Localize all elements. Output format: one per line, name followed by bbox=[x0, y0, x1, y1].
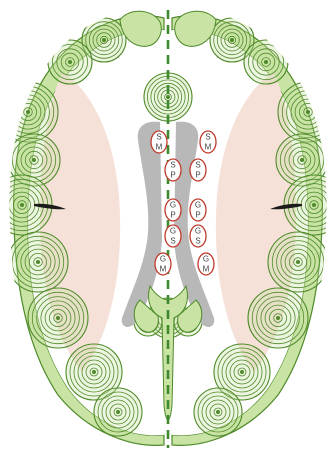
ring-group bbox=[28, 288, 88, 348]
label-top: G bbox=[170, 201, 176, 210]
ring-center bbox=[216, 410, 220, 414]
label-top: G bbox=[170, 227, 176, 236]
label-top: G bbox=[160, 255, 166, 264]
ring-center bbox=[264, 60, 268, 64]
ring-center bbox=[26, 110, 30, 114]
label-right-4: G M bbox=[198, 253, 214, 275]
ring-group bbox=[248, 288, 308, 348]
label-bottom: M bbox=[160, 265, 167, 274]
ring-center bbox=[166, 95, 170, 99]
ring-center bbox=[92, 370, 96, 374]
label-bottom: S bbox=[195, 237, 200, 246]
ring-group bbox=[94, 388, 142, 436]
ring-center bbox=[36, 260, 40, 264]
label-right-0: S M bbox=[200, 131, 216, 153]
ring-group bbox=[268, 232, 328, 292]
ring-center bbox=[240, 370, 244, 374]
ring-center bbox=[300, 158, 304, 162]
label-left-2: G P bbox=[165, 199, 181, 221]
ring-center bbox=[32, 158, 36, 162]
label-top: S bbox=[156, 133, 161, 142]
label-top: G bbox=[195, 201, 201, 210]
ring-center bbox=[312, 203, 316, 207]
label-bottom: M bbox=[203, 265, 210, 274]
label-top: S bbox=[195, 161, 200, 170]
ring-center bbox=[306, 110, 310, 114]
label-top: G bbox=[195, 227, 201, 236]
ring-center bbox=[276, 316, 280, 320]
ring-center bbox=[102, 38, 106, 42]
label-right-2: G P bbox=[190, 199, 206, 221]
label-bottom: M bbox=[205, 143, 212, 152]
ring-center bbox=[20, 203, 24, 207]
ring-center bbox=[68, 60, 72, 64]
label-bottom: M bbox=[156, 143, 163, 152]
label-top: G bbox=[203, 255, 209, 264]
label-top: S bbox=[205, 133, 210, 142]
label-bottom: P bbox=[195, 171, 200, 180]
ring-center bbox=[56, 316, 60, 320]
ring-group bbox=[194, 388, 242, 436]
label-right-3: G S bbox=[190, 225, 206, 247]
label-top: S bbox=[170, 161, 175, 170]
label-left-3: G S bbox=[165, 225, 181, 247]
ring-group bbox=[8, 232, 68, 292]
label-right-1: S P bbox=[190, 159, 206, 181]
label-bottom: P bbox=[170, 211, 175, 220]
ring-group bbox=[144, 73, 192, 121]
ring-center bbox=[296, 260, 300, 264]
label-bottom: P bbox=[195, 211, 200, 220]
label-bottom: P bbox=[170, 171, 175, 180]
label-left-4: G M bbox=[155, 253, 171, 275]
label-bottom: S bbox=[170, 237, 175, 246]
label-left-1: S P bbox=[165, 159, 181, 181]
ring-center bbox=[230, 38, 234, 42]
ring-center bbox=[116, 410, 120, 414]
label-left-0: S M bbox=[151, 131, 167, 153]
